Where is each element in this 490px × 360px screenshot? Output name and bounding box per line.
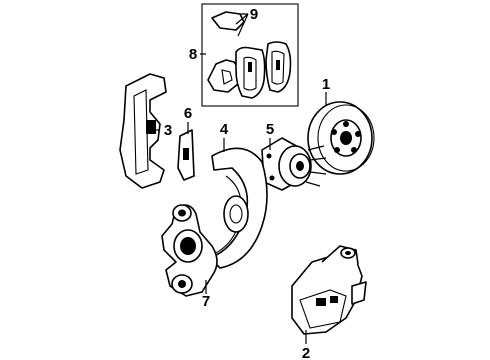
hub-bearing	[261, 137, 327, 191]
bracket	[177, 129, 195, 181]
leader-lines	[150, 13, 327, 344]
callout-1: 1	[322, 76, 330, 93]
caliper-bracket	[119, 73, 167, 189]
splash-shield	[209, 147, 268, 269]
callout-7: 7	[202, 293, 210, 310]
callout-3: 3	[164, 122, 172, 139]
callout-6: 6	[184, 105, 192, 122]
callout-8: 8	[189, 46, 197, 63]
steering-knuckle	[161, 204, 218, 297]
callout-5: 5	[266, 121, 274, 138]
callout-4: 4	[220, 121, 229, 138]
rotor	[307, 101, 375, 175]
caliper	[291, 245, 367, 335]
callout-9: 9	[250, 6, 258, 23]
callout-labels: 1 2 3 4 5 6 7 8 9	[164, 6, 330, 360]
inset-frame	[201, 3, 299, 107]
callout-2: 2	[302, 345, 310, 360]
leader-9	[235, 13, 249, 37]
brake-pads-inset	[201, 3, 299, 107]
brake-pad-inner	[235, 46, 266, 99]
